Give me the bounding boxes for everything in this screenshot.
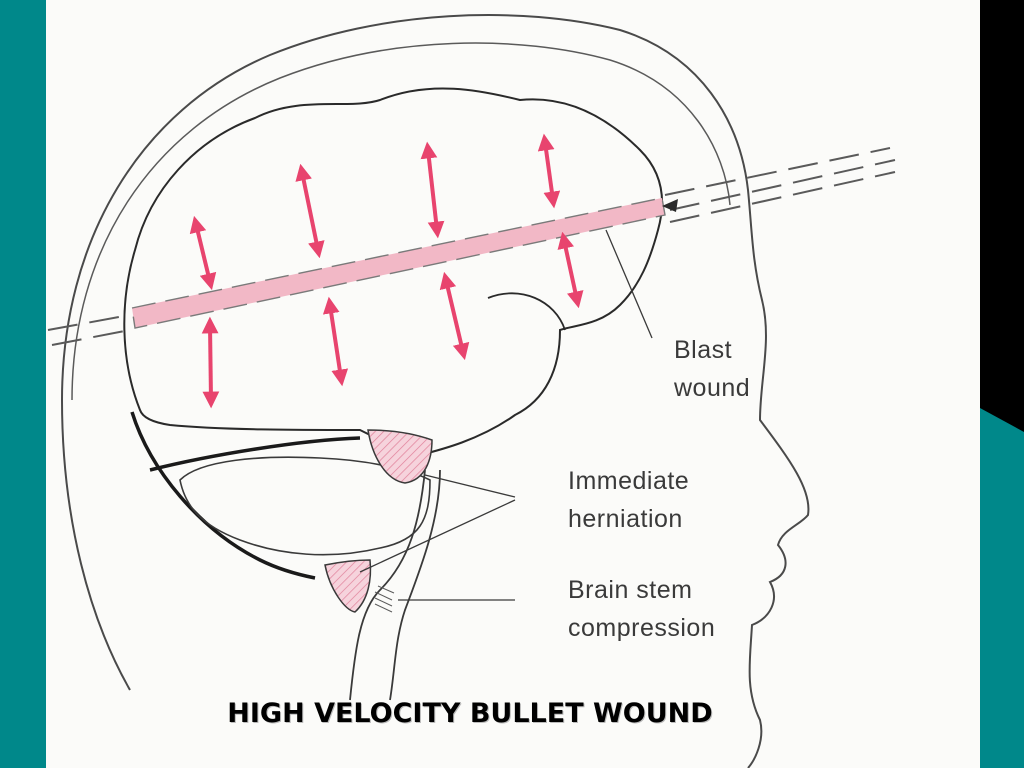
pressure-arrow (322, 296, 349, 387)
wound-track (131, 197, 666, 329)
label-immediate-herniation: Immediate herniation (568, 462, 689, 538)
label-blast-wound: Blast wound (674, 331, 750, 407)
brain-diagram (47, 14, 896, 768)
leader-herniation-lower (359, 499, 516, 573)
label-blast-line2: wound (674, 374, 751, 402)
slide-right-decoration (980, 408, 1024, 768)
herniation-lower (324, 559, 372, 613)
bullet-direction-arrow (662, 199, 678, 212)
tentorium-upper (149, 436, 361, 472)
leader-herniation-upper (424, 474, 516, 498)
compression-marks (374, 585, 395, 613)
pressure-arrow (439, 271, 470, 361)
herniation-upper (367, 429, 433, 484)
temporal-fold (487, 292, 566, 331)
label-stem-line2: compression (568, 614, 716, 642)
label-stem-line1: Brain stem (568, 576, 693, 604)
diagram-panel: Blast wound Immediate herniation Brain s… (46, 0, 980, 768)
pressure-arrow (189, 215, 217, 291)
pressure-arrow (420, 141, 445, 239)
skull-inner-line (71, 42, 731, 401)
pressure-arrow (557, 231, 584, 309)
cerebellum-outline (179, 456, 431, 556)
label-herniation-line2: herniation (568, 505, 683, 533)
label-brain-stem-compression: Brain stem compression (568, 571, 715, 647)
head-outline (60, 14, 810, 768)
label-herniation-line1: Immediate (568, 467, 690, 495)
leader-lines (359, 229, 653, 601)
bullet-trajectory (47, 147, 896, 346)
pressure-arrow (201, 316, 220, 409)
tentorium-line (130, 411, 316, 580)
slide-left-bar (0, 0, 46, 768)
pressure-wave-arrows (189, 133, 584, 409)
brain-stem-right (389, 469, 441, 701)
pressure-arrow (295, 163, 325, 259)
brain-stem-left (349, 469, 426, 701)
pressure-arrow (537, 133, 561, 209)
slide-title: HIGH VELOCITY BULLET WOUND (227, 698, 713, 729)
leader-blast (605, 229, 653, 339)
label-blast-line1: Blast (674, 336, 733, 364)
